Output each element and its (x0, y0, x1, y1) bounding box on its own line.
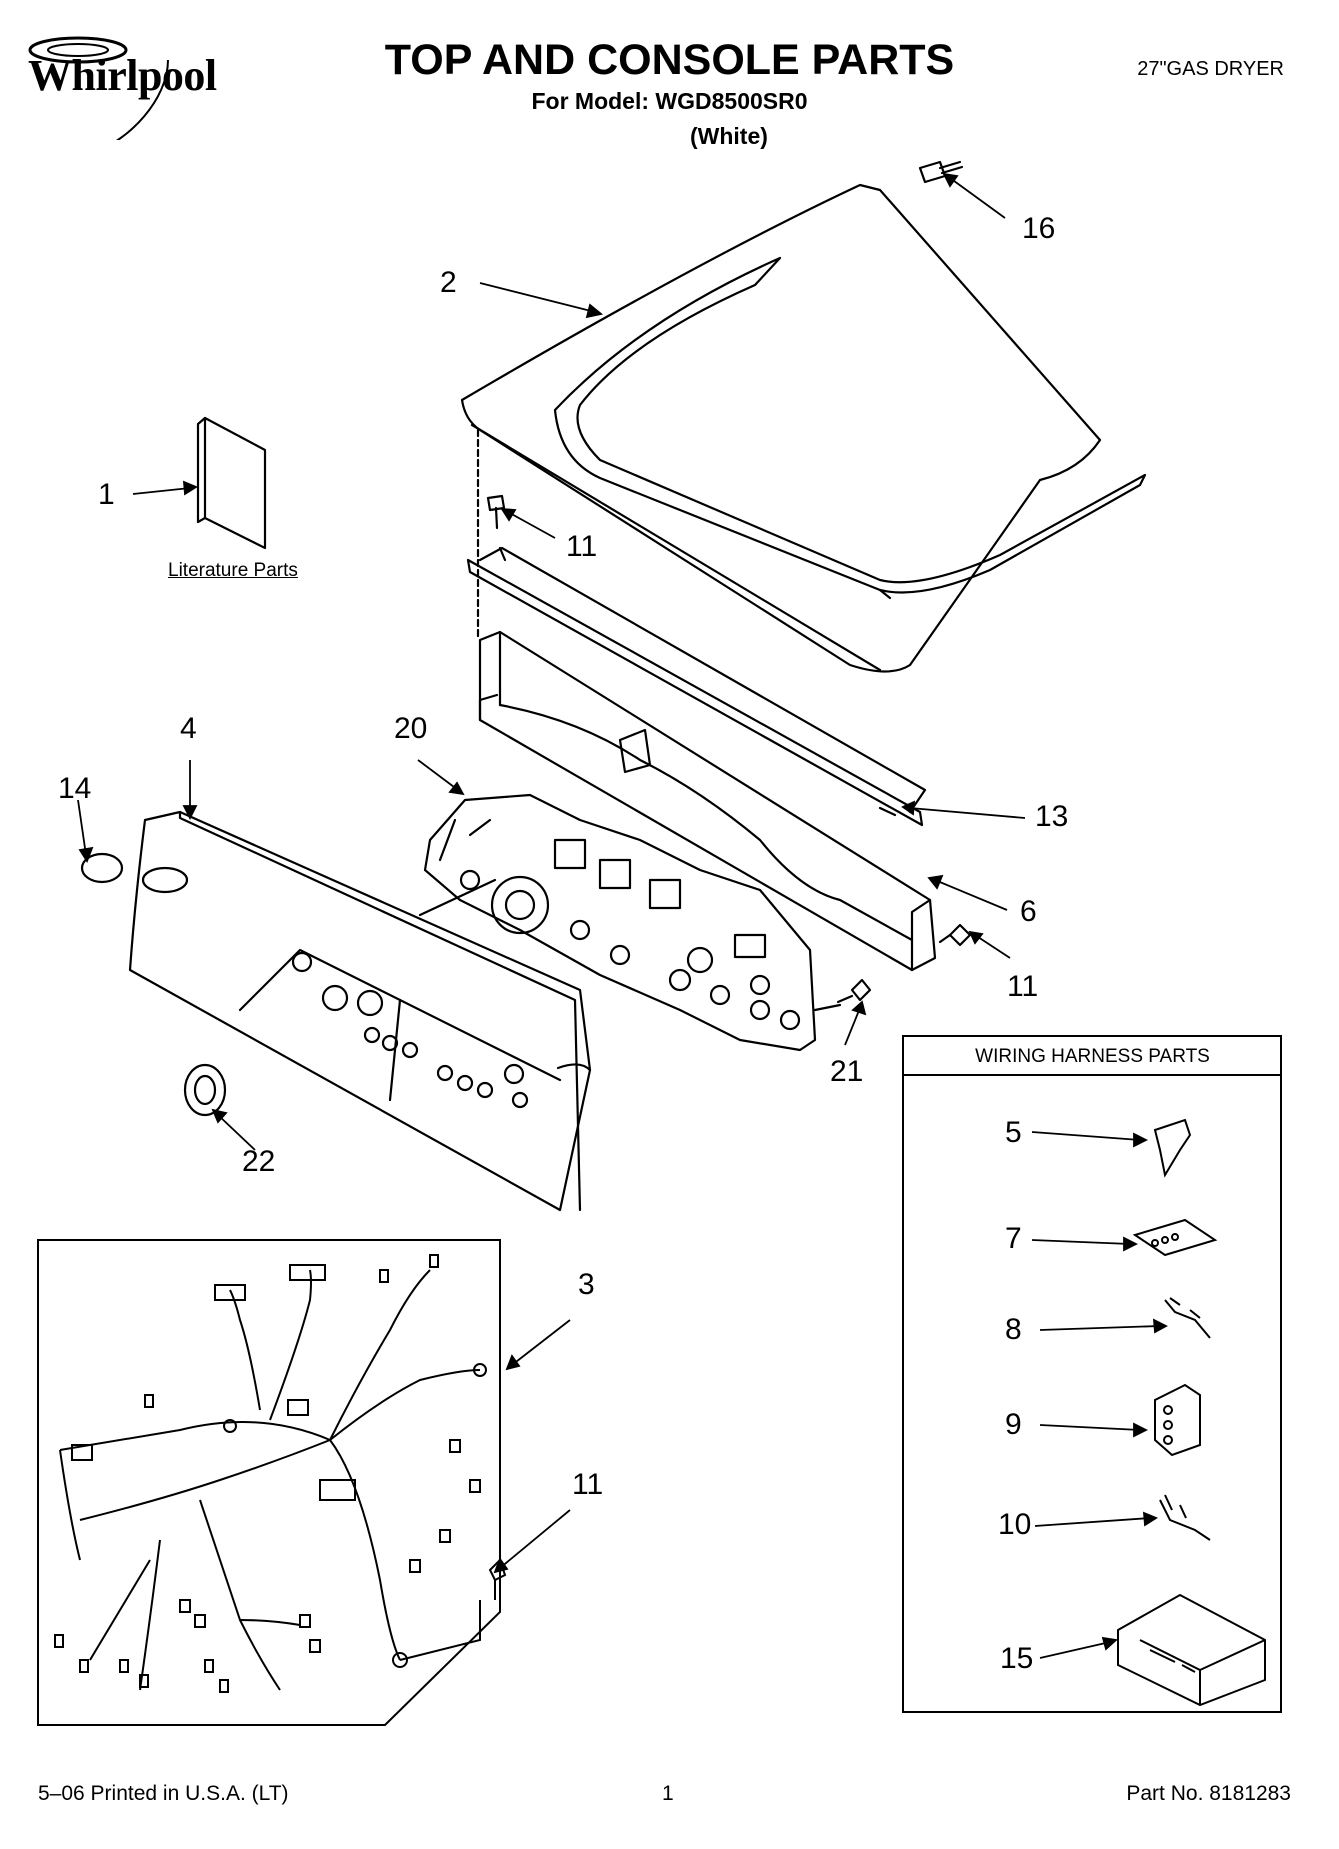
bezel-ring (80, 852, 124, 884)
print-info: 5–06 Printed in U.S.A. (LT) (38, 1782, 289, 1805)
control-panel (128, 810, 592, 1212)
callout-1: 1 (98, 478, 115, 511)
callout-11-inset: 11 (572, 1468, 604, 1501)
knob (183, 1063, 227, 1117)
logo-swoosh-icon (28, 36, 169, 140)
callout-20: 20 (394, 712, 428, 745)
callout-15: 15 (1000, 1642, 1034, 1675)
literature-book (196, 416, 267, 550)
model-subtitle: For Model: WGD8500SR0 (531, 88, 808, 114)
callout-9: 9 (1005, 1408, 1022, 1441)
callout-4: 4 (180, 712, 197, 745)
callout-11-top: 11 (566, 530, 598, 563)
product-type: 27"GAS DRYER (1137, 58, 1284, 80)
callout-14: 14 (58, 772, 92, 805)
page-title: TOP AND CONSOLE PARTS (384, 36, 955, 84)
callout-13: 13 (1035, 800, 1069, 833)
callout-21: 21 (830, 1055, 864, 1088)
callout-11-right: 11 (1007, 970, 1039, 1003)
callout-8: 8 (1005, 1313, 1022, 1346)
mount-bracket (466, 546, 927, 827)
console-rear-panel (478, 630, 937, 972)
part-number: Part No. 8181283 (1126, 1782, 1291, 1805)
callout-5: 5 (1005, 1116, 1022, 1149)
callout-3: 3 (578, 1268, 595, 1301)
callout-2: 2 (440, 266, 457, 299)
callout-10: 10 (998, 1508, 1032, 1541)
control-board (423, 793, 817, 1052)
literature-parts-label: Literature Parts (168, 560, 298, 581)
page-number: 1 (662, 1782, 674, 1805)
harness-box-title: WIRING HARNESS PARTS (975, 1046, 1210, 1067)
top-panel (460, 183, 1147, 673)
screw-11-top (486, 494, 506, 530)
screw-11-right (938, 923, 972, 947)
screw-21 (836, 978, 872, 1004)
callout-6: 6 (1020, 895, 1037, 928)
color-variant: (White) (690, 123, 768, 149)
callout-22: 22 (242, 1145, 276, 1178)
callout-16: 16 (1022, 212, 1056, 245)
brand-name: Whirlpool (28, 51, 217, 100)
harness-parts-box (902, 1035, 1282, 1713)
wiring-harness-inset (37, 1239, 507, 1726)
whirlpool-logo: Whirlpool (28, 36, 217, 140)
callout-7: 7 (1005, 1222, 1022, 1255)
